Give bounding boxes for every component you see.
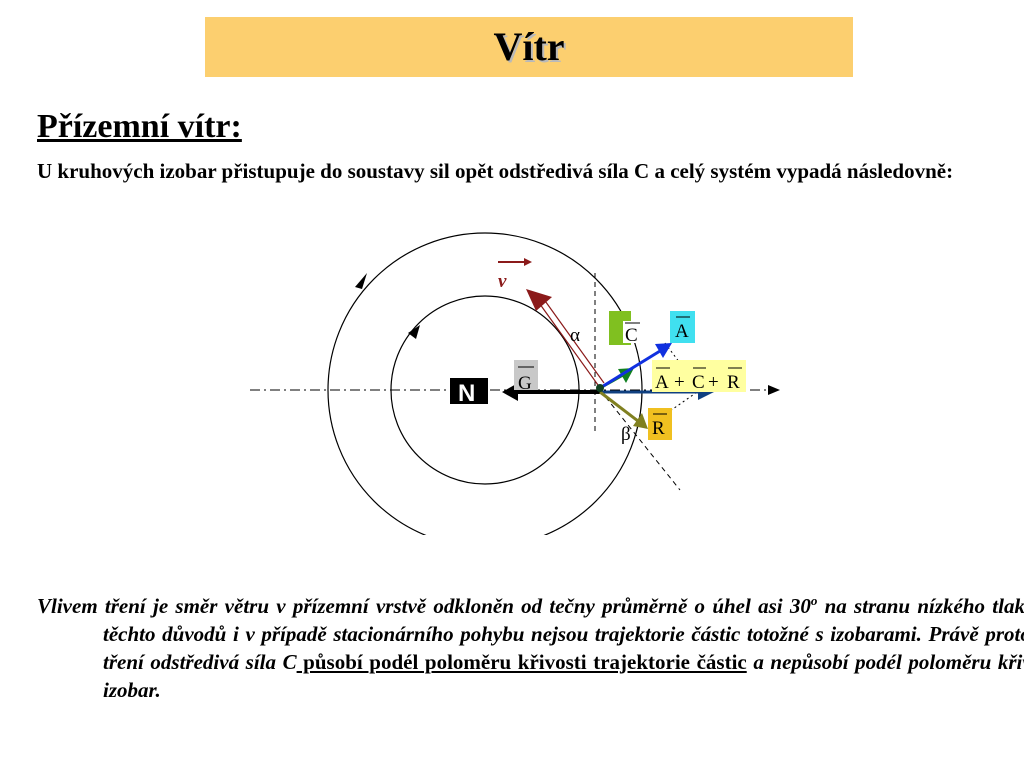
v-symbol-label: v <box>498 271 507 292</box>
inner-isobar-arrow <box>408 325 420 339</box>
friction-line <box>599 389 681 491</box>
A-arrow <box>599 349 661 390</box>
alpha-label: α <box>570 325 580 346</box>
A-box <box>670 311 695 343</box>
R-arrow <box>599 390 639 423</box>
C-arrowhead <box>618 368 634 383</box>
friction-paragraph: Vlivem tření je směr větru v přízemní vr… <box>37 592 1024 704</box>
G-label: G <box>518 373 532 394</box>
sum-A-label: A <box>655 372 669 393</box>
A-arrowhead <box>655 343 672 358</box>
axis-arrow <box>768 385 780 395</box>
R-box <box>648 408 672 440</box>
G-box <box>514 360 538 390</box>
N-logo-label: N <box>458 380 475 407</box>
C-label-bg <box>623 321 643 343</box>
outer-isobar-arrow <box>355 273 367 289</box>
sum-plus-1: + <box>674 372 685 393</box>
sum-box <box>652 360 746 392</box>
origin-point <box>596 384 604 392</box>
A-label: A <box>675 321 689 342</box>
sum-plus-2: + <box>708 372 719 393</box>
R-arrowhead <box>633 413 648 429</box>
v-vector-line-a <box>536 299 599 386</box>
section-heading: Přízemní vítr: <box>37 108 242 145</box>
v-vector-line-b <box>542 297 605 384</box>
v-vector-arrowhead <box>526 289 552 311</box>
v-symbol-bar-head <box>524 258 532 266</box>
friction-text-1: Vlivem tření je směr větru v přízemní vr… <box>37 594 811 618</box>
outer-isobar <box>327 232 643 535</box>
C-label: C <box>625 325 638 346</box>
N-logo-box <box>450 378 488 404</box>
sum-R-label: R <box>727 372 740 393</box>
R-label: R <box>652 418 665 439</box>
wind-force-diagram: α v G N C A A + C + R R β <box>250 232 780 535</box>
degree-sup: o <box>810 593 818 608</box>
slide-title: Vítr <box>493 24 565 69</box>
intro-paragraph: U kruhových izobar přistupuje do soustav… <box>37 159 954 183</box>
title-bar: Vítr <box>205 17 853 77</box>
friction-text-3: a nepůsobí podél poloměru křivosti izoba… <box>103 650 1024 702</box>
friction-underlined-text: působí podél poloměru křivosti trajektor… <box>296 650 747 674</box>
sum-C-label: C <box>692 372 705 393</box>
beta-label: β <box>621 424 631 445</box>
friction-text-2: na stranu nízkého tlaku. Z těchto důvodů… <box>103 594 1024 674</box>
